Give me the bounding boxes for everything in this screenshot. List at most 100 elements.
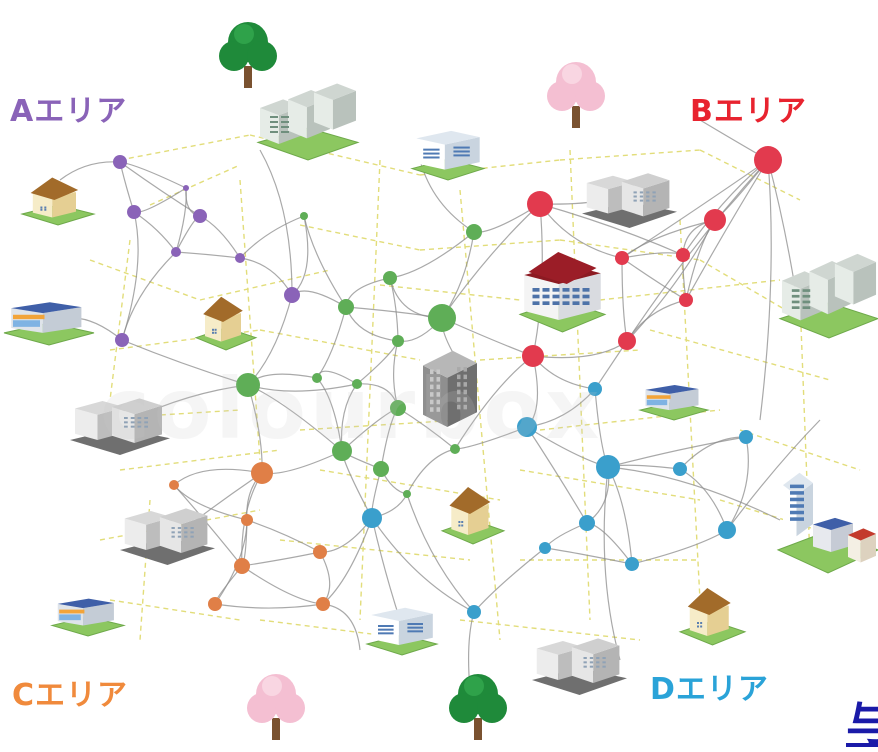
network-wire bbox=[759, 159, 772, 421]
network-wire bbox=[371, 517, 401, 621]
cherry-blossom-icon bbox=[547, 62, 605, 128]
factory-icon bbox=[70, 398, 170, 455]
green-node bbox=[236, 373, 260, 397]
dashed-link bbox=[109, 239, 131, 401]
network-wire bbox=[626, 159, 769, 342]
green-node bbox=[352, 379, 362, 389]
dashed-link bbox=[419, 159, 561, 176]
purple-node bbox=[183, 185, 189, 191]
network-wire bbox=[441, 317, 534, 357]
dashed-link bbox=[559, 149, 701, 161]
corner-glyph: 与 bbox=[846, 700, 878, 748]
network-wire bbox=[526, 426, 609, 468]
network-wire bbox=[607, 466, 781, 521]
network-wire bbox=[526, 426, 588, 524]
apartment-complex-icon bbox=[778, 253, 878, 339]
blue-node bbox=[739, 430, 753, 444]
network-wire bbox=[345, 306, 443, 319]
dashed-link bbox=[89, 259, 201, 301]
blue-node bbox=[579, 515, 595, 531]
dashed-link bbox=[519, 469, 701, 501]
network-wire bbox=[626, 219, 716, 342]
green-node bbox=[300, 212, 308, 220]
network-wire bbox=[247, 383, 358, 392]
network-wire bbox=[119, 161, 187, 189]
convenience-store-icon bbox=[3, 302, 95, 346]
network-wire bbox=[389, 277, 399, 342]
network-wire bbox=[631, 529, 728, 565]
network-wire bbox=[441, 203, 541, 319]
shop-icon bbox=[50, 598, 126, 637]
network-wire bbox=[291, 215, 309, 296]
network-wire bbox=[539, 203, 684, 256]
dashed-link bbox=[199, 269, 331, 301]
blue-node bbox=[588, 382, 602, 396]
red-node bbox=[615, 251, 629, 265]
green-node bbox=[373, 461, 389, 477]
network-wire bbox=[607, 436, 747, 468]
network-wire bbox=[121, 251, 177, 341]
blue-node bbox=[362, 508, 382, 528]
network-wire bbox=[173, 468, 263, 486]
network-wire bbox=[406, 493, 475, 613]
house-icon bbox=[440, 487, 506, 545]
shop-icon bbox=[638, 384, 710, 421]
green-node bbox=[466, 224, 482, 240]
network-wire bbox=[544, 547, 633, 565]
orange-node bbox=[251, 462, 273, 484]
blue-node bbox=[539, 542, 551, 554]
orange-node bbox=[234, 558, 250, 574]
blue-node bbox=[673, 462, 687, 476]
network-wire bbox=[246, 519, 321, 553]
blue-node bbox=[625, 557, 639, 571]
network-wire bbox=[175, 251, 241, 259]
network-wire bbox=[345, 306, 399, 342]
network-wire bbox=[133, 211, 177, 253]
network-wire bbox=[679, 468, 728, 531]
network-wire bbox=[316, 370, 358, 385]
network-wire bbox=[586, 522, 633, 565]
dashed-link bbox=[459, 619, 641, 641]
purple-node bbox=[113, 155, 127, 169]
blue-node bbox=[517, 417, 537, 437]
network-wire bbox=[340, 383, 358, 452]
network-wire bbox=[603, 466, 621, 661]
tree-icon bbox=[449, 674, 507, 740]
network-wire bbox=[621, 219, 716, 259]
dashed-link bbox=[379, 284, 521, 301]
dashed-link bbox=[299, 419, 461, 431]
office-building-icon bbox=[410, 130, 486, 181]
dashed-link bbox=[259, 329, 421, 361]
factory-icon bbox=[582, 173, 677, 228]
tree-icon bbox=[219, 22, 277, 88]
red-node bbox=[679, 293, 693, 307]
green-node bbox=[332, 441, 352, 461]
network-wire bbox=[121, 211, 139, 341]
dashed-link bbox=[599, 279, 781, 301]
orange-node bbox=[313, 545, 327, 559]
green-node bbox=[338, 299, 354, 315]
network-wire bbox=[322, 517, 373, 605]
purple-node bbox=[235, 253, 245, 263]
apartment-complex-icon bbox=[256, 83, 360, 161]
purple-node bbox=[284, 287, 300, 303]
dashed-link bbox=[719, 499, 851, 541]
dashed-link bbox=[539, 409, 721, 431]
factory-icon bbox=[120, 508, 215, 565]
dashed-link bbox=[119, 134, 251, 161]
network-wire bbox=[241, 551, 321, 567]
factory-icon bbox=[532, 638, 627, 695]
house-icon bbox=[678, 588, 747, 646]
network-wire bbox=[621, 252, 684, 259]
dashed-link bbox=[419, 239, 561, 251]
green-node bbox=[383, 271, 397, 285]
network-wire bbox=[303, 215, 347, 308]
network-wire bbox=[175, 187, 187, 253]
network-wire bbox=[214, 603, 324, 609]
office-building-icon bbox=[365, 607, 439, 656]
area-a-label: Aエリア bbox=[10, 94, 128, 129]
red-node bbox=[676, 248, 690, 262]
dashed-link bbox=[359, 159, 381, 621]
